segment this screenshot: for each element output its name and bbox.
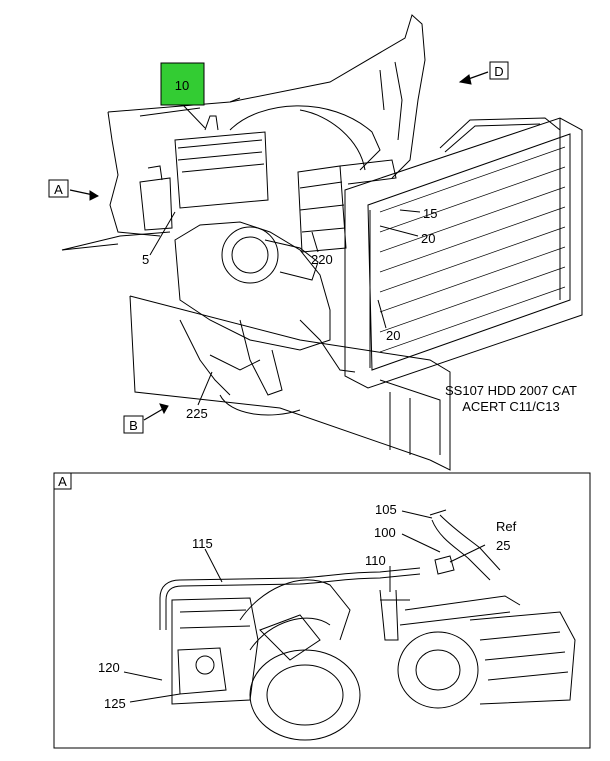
callout-125: 125: [104, 696, 126, 711]
main-view-artwork: [61, 14, 583, 471]
diagram-caption-line1: SS107 HDD 2007 CAT: [445, 383, 577, 398]
callout-115: 115: [192, 536, 213, 551]
callout-15: 15: [423, 206, 437, 221]
callout-225: 225: [186, 406, 208, 421]
callout-220: 220: [311, 252, 333, 267]
callout-100: 100: [374, 525, 396, 540]
diagram-caption-line2: ACERT C11/C13: [462, 399, 560, 414]
callout-120: 120: [98, 660, 120, 675]
callout-110: 110: [365, 553, 386, 568]
detail-a-tag: A: [53, 472, 72, 490]
callout-105: 105: [375, 502, 397, 517]
svg-text:B: B: [129, 418, 138, 433]
callout-5: 5: [142, 252, 149, 267]
svg-text:D: D: [494, 64, 503, 79]
callout-10: 10: [175, 78, 189, 93]
svg-text:A: A: [54, 182, 63, 197]
detail-a-frame: [53, 472, 591, 749]
view-ref-a: A: [48, 179, 69, 198]
view-ref-b: B: [123, 415, 144, 434]
view-ref-d: D: [489, 61, 509, 80]
callout-ref: Ref: [496, 519, 517, 534]
detail-a-artwork: [123, 509, 576, 741]
callout-10-highlight: [160, 62, 205, 106]
svg-text:A: A: [58, 474, 67, 489]
callout-20-lower: 20: [386, 328, 400, 343]
callout-25: 25: [496, 538, 510, 553]
callout-20-upper: 20: [421, 231, 435, 246]
